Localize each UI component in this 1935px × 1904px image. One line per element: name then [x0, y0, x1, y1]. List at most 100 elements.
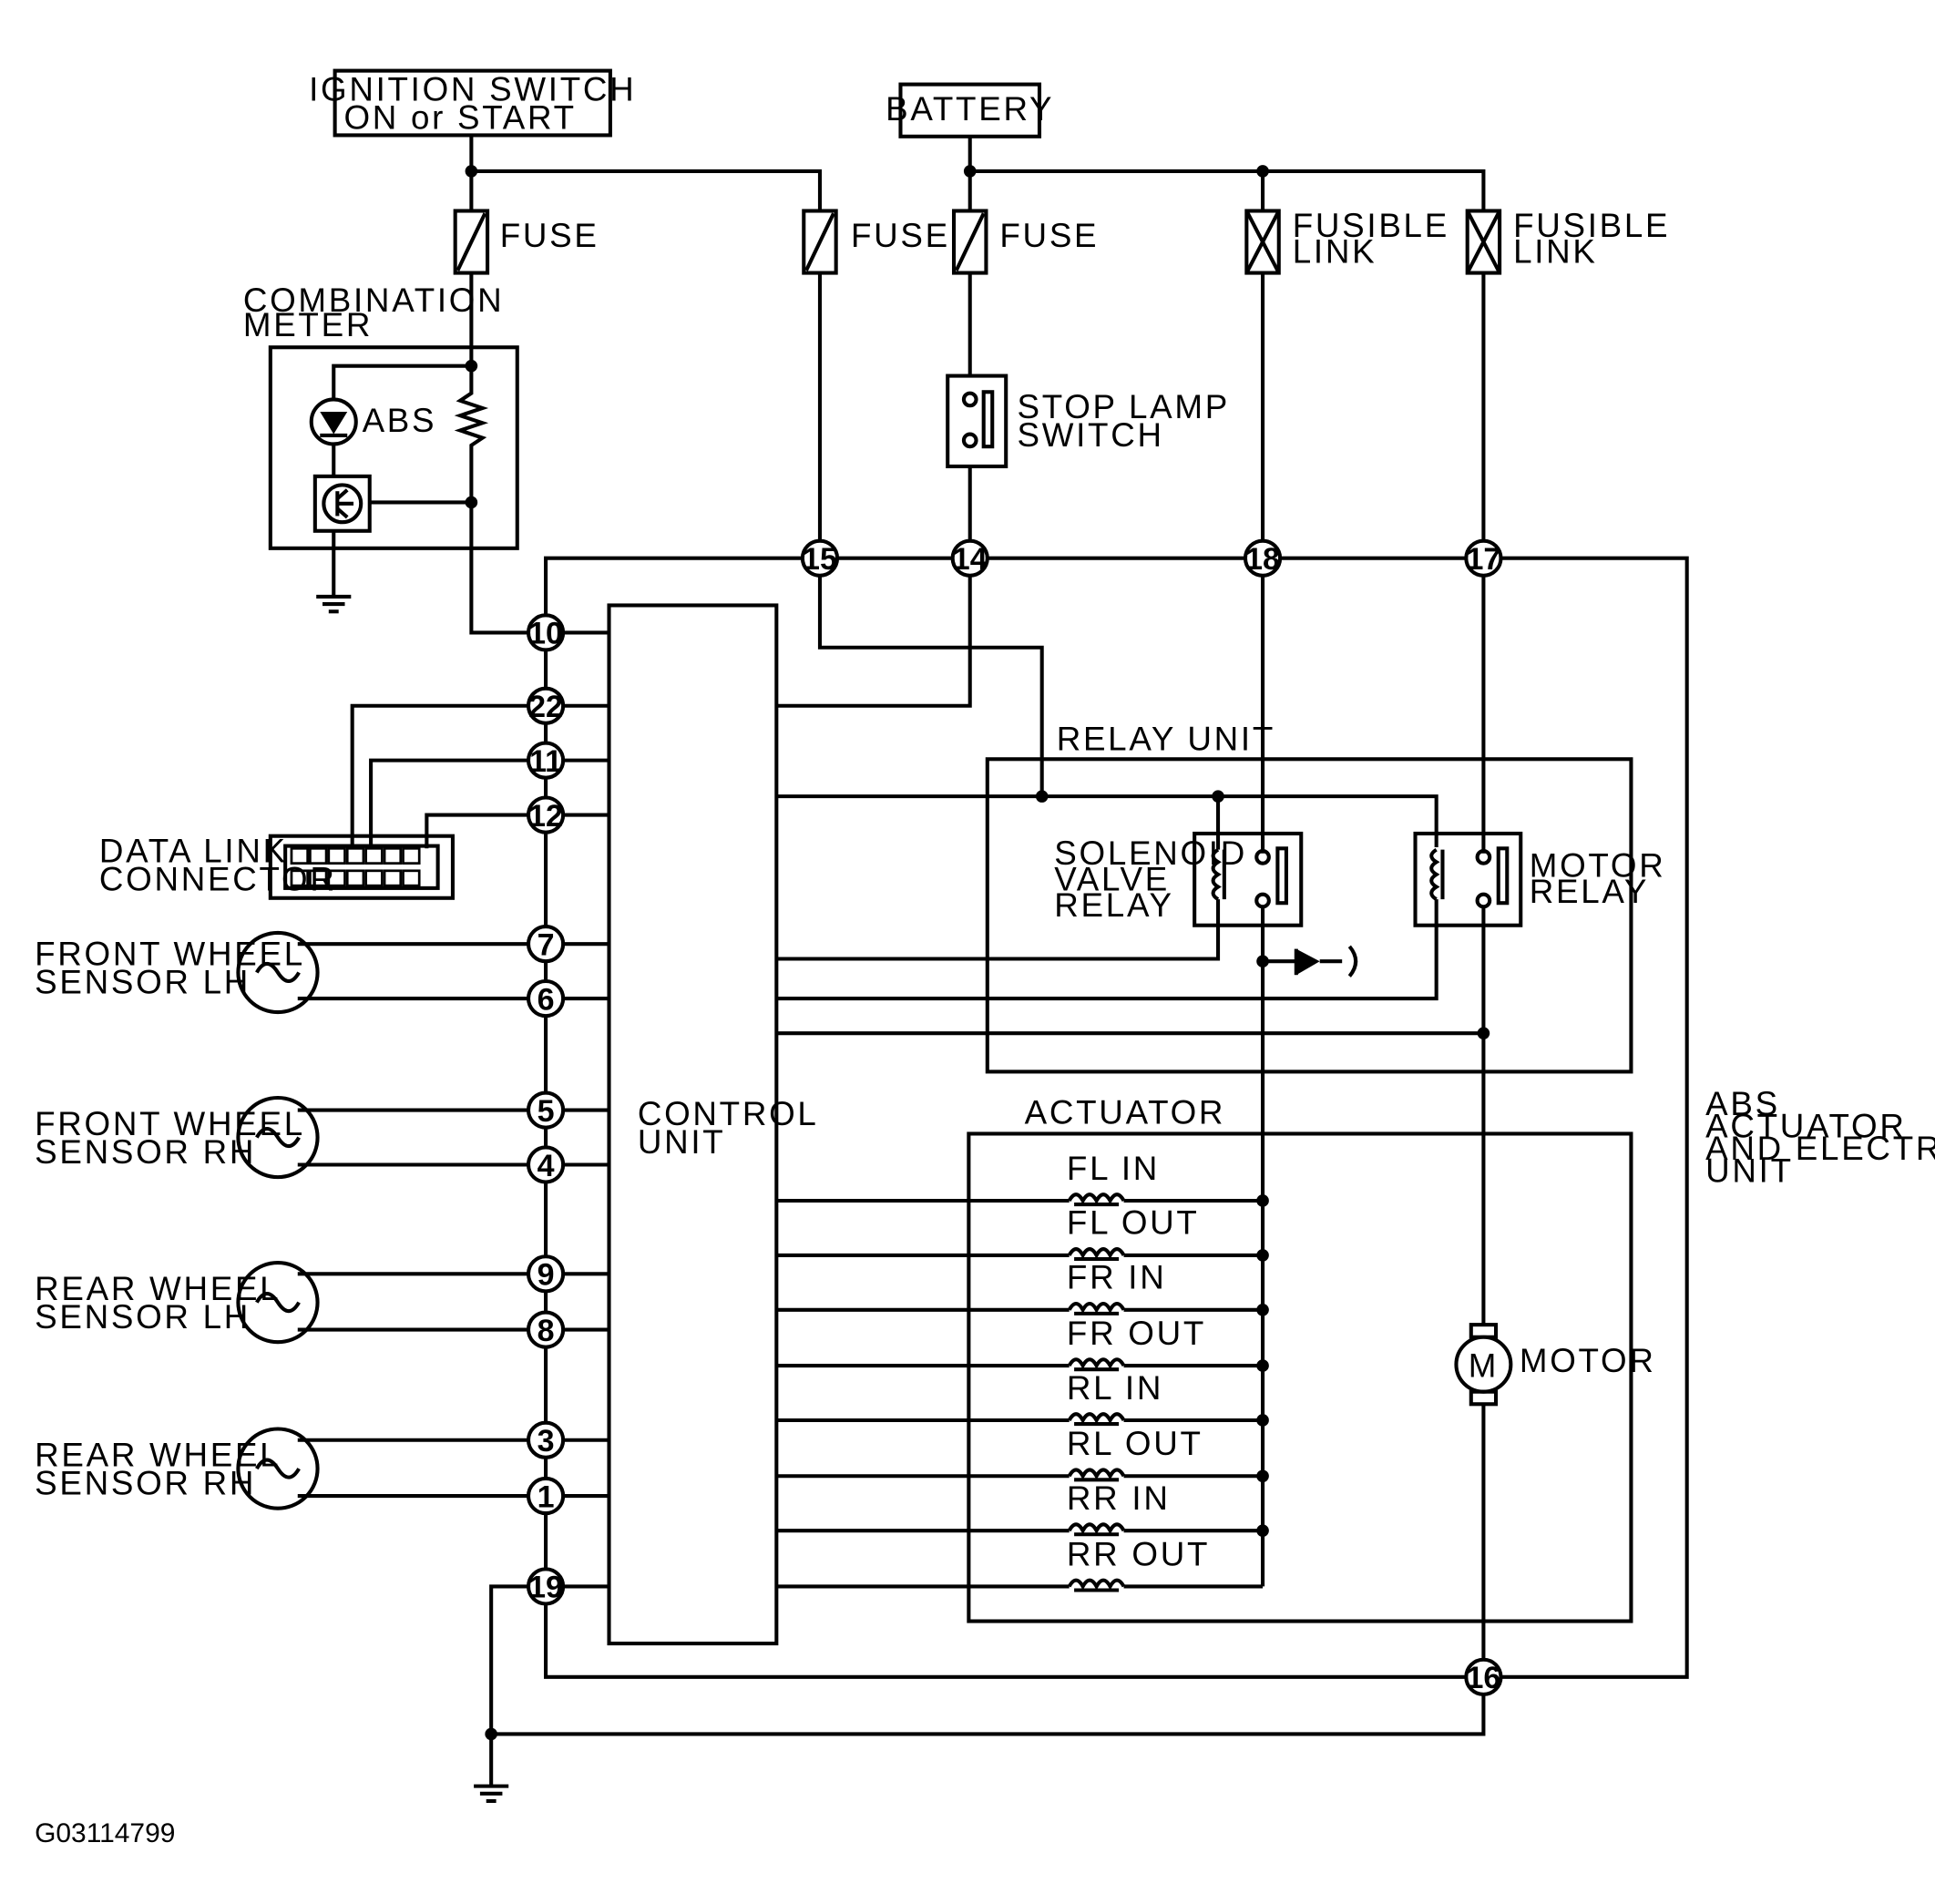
pin-12: 12 [526, 795, 566, 834]
front-wheel-sensor-lh: FRONT WHEEL SENSOR LH [35, 930, 529, 1015]
pin-3-label: 3 [538, 1424, 555, 1459]
combination-meter: COMBINATION METER ABS [243, 272, 527, 635]
pin-6-label: 6 [538, 982, 555, 1017]
fusible-link-2: FUSIBLE LINK [1465, 207, 1670, 275]
pin-9: 9 [526, 1254, 566, 1294]
pin-22-label: 22 [528, 690, 563, 724]
relay-unit-label: RELAY UNIT [1057, 721, 1275, 758]
svr-label-1: SOLENOID [1054, 834, 1247, 872]
actuator-label: ACTUATOR [1025, 1094, 1226, 1131]
battery: BATTERY [886, 82, 1054, 138]
abs-lamp-label: ABS [363, 402, 437, 439]
pin-6: 6 [526, 978, 566, 1019]
pin-3: 3 [526, 1420, 566, 1459]
fusible-link-1-label-1: FUSIBLE [1293, 207, 1449, 244]
dlc-label-1: DATA LINK [99, 832, 288, 869]
stop-lamp-label-2: SWITCH [1017, 416, 1163, 454]
power-feed-wires [465, 135, 1486, 211]
pin-9-label: 9 [538, 1258, 555, 1293]
fuse-1: FUSE [453, 209, 599, 275]
motor-relay-label-1: MOTOR [1530, 847, 1666, 885]
valve-fl-out: FL OUT [776, 1204, 1269, 1262]
fusible-link-2-label-1: FUSIBLE [1513, 207, 1670, 244]
abs-unit-label-3: AND ELECTRIC [1705, 1130, 1935, 1167]
motor-relay-label-2: RELAY [1530, 873, 1649, 910]
valve-label: RL IN [1067, 1369, 1163, 1407]
valve-label: FR OUT [1067, 1315, 1206, 1352]
valve-fr-in: FR IN [776, 1259, 1269, 1316]
data-link-connector: DATA LINK CONNECTOR [99, 703, 529, 900]
fuse-2-label: FUSE [851, 217, 950, 254]
valve-fl-in: FL IN [776, 1150, 1269, 1207]
pin-15: 15 [800, 538, 840, 578]
motor: M MOTOR [1454, 1323, 1656, 1660]
stop-lamp-switch: STOP LAMP SWITCH [946, 272, 1230, 543]
ignition-switch: IGNITION SWITCH ON or START [309, 68, 636, 138]
abs-unit-label-2: ACTUATOR [1705, 1108, 1907, 1145]
pin-7: 7 [526, 925, 566, 964]
pin-11-label: 11 [529, 744, 562, 779]
rws-rh-label-1: REAR WHEEL [35, 1436, 281, 1473]
pin-16: 16 [1464, 1657, 1503, 1696]
rear-wheel-sensor-lh: REAR WHEEL SENSOR LH [35, 1261, 529, 1345]
ground-icon [316, 594, 352, 614]
pin-17: 17 [1464, 538, 1503, 578]
pin-17-label: 17 [1466, 542, 1500, 577]
dlc-label-2: CONNECTOR [99, 861, 337, 898]
pin-14: 14 [950, 538, 989, 578]
battery-label: BATTERY [886, 90, 1054, 128]
fusible-link-1: FUSIBLE LINK [1244, 207, 1449, 275]
rws-lh-label-1: REAR WHEEL [35, 1270, 281, 1307]
motor-label: MOTOR [1520, 1342, 1656, 1379]
pin-1: 1 [526, 1476, 566, 1516]
transistor-icon [312, 474, 372, 533]
ignition-label-2: ON or START [344, 99, 577, 137]
fws-lh-label-1: FRONT WHEEL [35, 935, 305, 972]
fws-lh-label-2: SENSOR LH [35, 964, 251, 1001]
ground-wiring [474, 1584, 1486, 1804]
fws-rh-label-1: FRONT WHEEL [35, 1105, 305, 1142]
valve-label: FR IN [1067, 1259, 1167, 1296]
valve-rl-in: RL IN [776, 1369, 1269, 1427]
pin-4: 4 [526, 1145, 566, 1184]
valve-label: FL OUT [1067, 1204, 1200, 1242]
pin-5: 5 [526, 1090, 566, 1130]
abs-unit-label-1: ABS [1705, 1085, 1780, 1122]
stop-lamp-label-1: STOP LAMP [1017, 388, 1230, 425]
valve-rr-out: RR OUT [776, 1535, 1264, 1592]
pin-15-label: 15 [803, 542, 837, 577]
pin-18: 18 [1243, 538, 1283, 578]
control-unit-label-1: CONTROL [638, 1095, 819, 1132]
pin-22: 22 [526, 686, 566, 725]
fws-rh-label-2: SENSOR RH [35, 1133, 256, 1171]
front-wheel-sensor-rh: FRONT WHEEL SENSOR RH [35, 1095, 529, 1180]
diode-icon [1256, 945, 1358, 978]
ignition-label-1: IGNITION SWITCH [309, 70, 636, 107]
valve-rl-out: RL OUT [776, 1425, 1269, 1483]
combination-meter-label-1: COMBINATION [243, 282, 505, 319]
figure-id: G03114799 [35, 1818, 175, 1848]
relay-unit: RELAY UNIT SOLENOID VALVE RELAY [776, 575, 1666, 1587]
supply-wires [776, 272, 1486, 847]
pin-7-label: 7 [538, 927, 555, 962]
pin-19-label: 19 [528, 1571, 563, 1605]
rear-wheel-sensor-rh: REAR WHEEL SENSOR RH [35, 1427, 529, 1510]
svr-label-3: RELAY [1054, 886, 1173, 924]
pin-4-label: 4 [538, 1149, 555, 1183]
combination-meter-label-2: METER [243, 306, 373, 343]
pin-8-label: 8 [538, 1314, 555, 1348]
abs-unit-label-4: UNIT [1705, 1152, 1794, 1190]
valve-label: RL OUT [1067, 1425, 1203, 1462]
pin-18-label: 18 [1245, 542, 1280, 577]
pin-12-label: 12 [528, 799, 563, 834]
pin-10: 10 [526, 613, 566, 652]
valve-label: RR OUT [1067, 1535, 1210, 1572]
pin-19: 19 [526, 1567, 566, 1606]
svr-label-2: VALVE [1054, 861, 1170, 898]
pin-1-label: 1 [538, 1479, 555, 1514]
fuse-3: FUSE [951, 209, 1097, 275]
fuse-1-label: FUSE [500, 217, 599, 254]
control-unit-left-wires [563, 630, 609, 1589]
